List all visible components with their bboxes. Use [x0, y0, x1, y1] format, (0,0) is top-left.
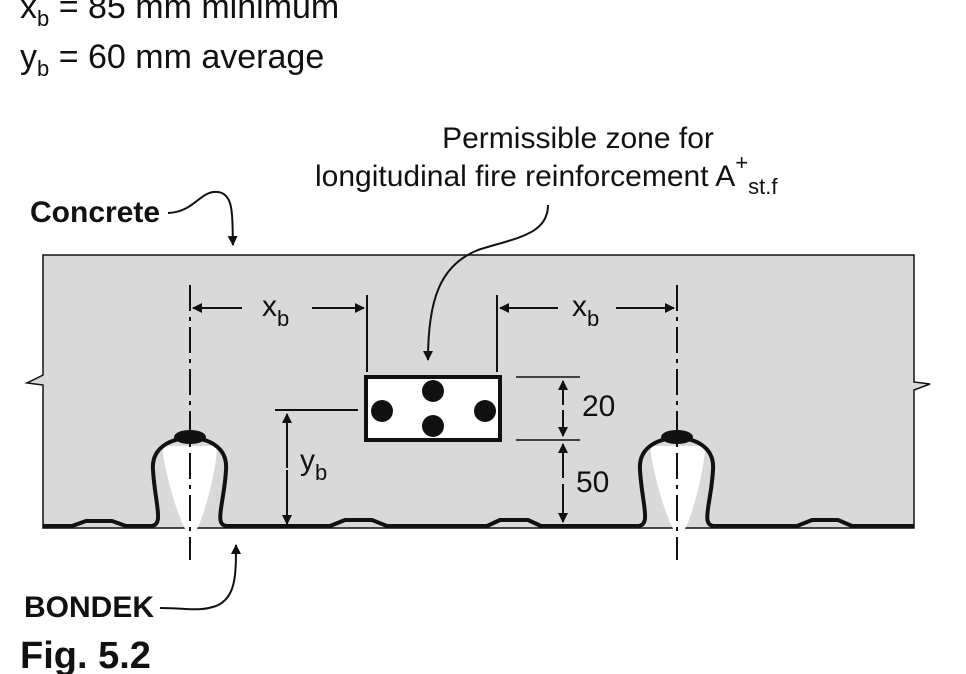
dim-20-label: 20	[582, 390, 615, 423]
dim-50-label: 50	[576, 466, 609, 499]
zone-label-line2: longitudinal fire reinforcement A+st.f	[315, 150, 778, 199]
right-xb-label: xb	[572, 290, 599, 331]
reinforcement-bar	[422, 380, 444, 402]
bondek-label: BONDEK	[24, 591, 154, 624]
figure-caption: Fig. 5.2	[20, 635, 151, 674]
left-xb-label: xb	[262, 290, 289, 331]
reinforcement-bar	[474, 400, 496, 422]
yb-label: yb	[300, 444, 327, 485]
zone-label-line1: Permissible zone for	[442, 122, 714, 155]
zone-leader	[423, 204, 549, 361]
reinforcement-bar	[422, 415, 444, 437]
concrete-label: Concrete	[30, 196, 160, 229]
header-xb-line: xb = 85 mm minimum	[20, 0, 339, 31]
concrete-leader	[167, 190, 238, 246]
header-yb-line: yb = 60 mm average	[20, 38, 324, 81]
bondek-profile	[43, 436, 914, 528]
bondek-leader	[159, 544, 241, 611]
reinforcement-bar	[371, 400, 393, 422]
